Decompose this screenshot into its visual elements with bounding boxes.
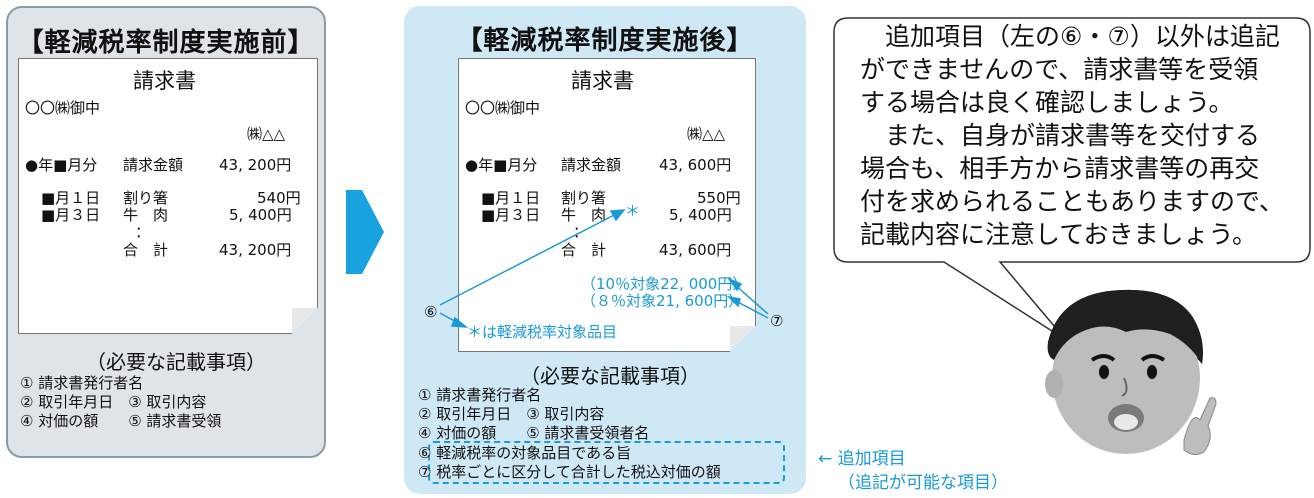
reduced-rate-mark: ＊ — [625, 202, 641, 220]
page-curl — [292, 308, 318, 334]
tax10-subtotal: （10％対象22, 000円） — [581, 275, 748, 293]
speech-bubble — [833, 17, 1311, 341]
bubble-line: 追加項目（左の⑥・⑦）以外は追記 — [860, 22, 1280, 51]
row-date: ■月３日 — [481, 206, 541, 224]
before-required-line: ④ 対価の額 ⑤ 請求書受領 — [20, 412, 222, 430]
invoice-amount-label: 請求金額 — [561, 156, 622, 174]
before-invoice: 請求書 〇〇㈱御中 ㈱△△ ●年■月分 請求金額 43, 200円 ■月１日 割… — [18, 58, 318, 334]
before-required-title: （必要な記載事項） — [86, 350, 266, 374]
row-price: 5, 400円 — [229, 206, 292, 224]
invoice-issuer: ㈱△△ — [687, 125, 726, 143]
row-price: 540円 — [257, 189, 301, 207]
callout-6-arrows — [439, 209, 626, 328]
continuation-dots: ： — [135, 223, 151, 241]
invoice-amount: 43, 600円 — [659, 156, 732, 174]
after-required-line: ④ 対価の額 ⑤ 請求書受領者名 — [418, 424, 650, 442]
bubble-line: 付を求められることもありますので、 — [860, 187, 1285, 216]
row-date: ■月１日 — [41, 189, 101, 207]
after-required-line: ② 取引年月日 ③ 取引内容 — [418, 405, 605, 423]
after-title: 【軽減税率制度実施後】 — [456, 26, 754, 56]
before-title: 【軽減税率制度実施前】 — [17, 28, 315, 58]
added-required-line: ⑥ 軽減税率の対象品目である旨 — [418, 444, 632, 462]
invoice-total: 43, 200円 — [219, 241, 292, 259]
row-item: 割り箸 — [561, 189, 607, 207]
invoice-amount: 43, 200円 — [219, 156, 292, 174]
callout-7-arrows — [726, 277, 769, 319]
invoice-amount-label: 請求金額 — [123, 156, 184, 174]
bubble-line: また、自身が請求書等を交付する — [860, 121, 1261, 150]
added-items-box — [428, 441, 785, 484]
callout-6: ⑥ — [424, 303, 438, 321]
row-item: 割り箸 — [123, 189, 169, 207]
invoice-total-label: 合 計 — [123, 241, 169, 259]
callout-7: ⑦ — [770, 312, 784, 330]
invoice-issuer: ㈱△△ — [247, 125, 286, 143]
row-date: ■月３日 — [41, 206, 101, 224]
character-illustration — [1045, 289, 1217, 456]
before-required-line: ② 取引年月日 ③ 取引内容 — [20, 393, 207, 411]
invoice-addressee: 〇〇㈱御中 — [465, 99, 541, 117]
invoice-total-label: 合 計 — [561, 241, 607, 259]
invoice-addressee: 〇〇㈱御中 — [25, 99, 101, 117]
invoice-total: 43, 600円 — [659, 241, 732, 259]
invoice-period: ●年■月分 — [25, 156, 98, 174]
speech-bubble-text: 追加項目（左の⑥・⑦）以外は追記 ができませんので、請求書等を受領 する場合は良… — [860, 20, 1300, 251]
row-price: 550円 — [697, 189, 741, 207]
bubble-line: 場合も、相手方から請求書等の再交 — [860, 154, 1260, 183]
bubble-line: 記載内容に注意しておきましょう。 — [860, 220, 1258, 249]
invoice-title: 請求書 — [133, 69, 196, 93]
row-item: 牛 肉 — [123, 206, 169, 224]
before-required-line: ① 請求書発行者名 — [20, 374, 144, 392]
added-items-sublabel: （追記が可能な項目） — [838, 473, 1008, 493]
added-items-label: ← 追加項目 — [818, 449, 906, 469]
reduced-rate-note: ＊は軽減税率対象品目 — [467, 323, 618, 341]
invoice-title: 請求書 — [571, 69, 634, 93]
transition-arrow-icon — [346, 190, 384, 274]
after-required-title: （必要な記載事項） — [520, 364, 700, 388]
tax8-subtotal: （８％対象21, 600円） — [581, 292, 744, 310]
row-price: 5, 400円 — [669, 206, 732, 224]
after-invoice: 請求書 〇〇㈱御中 ㈱△△ ●年■月分 請求金額 43, 600円 ■月１日 割… — [458, 58, 756, 352]
page-curl — [730, 326, 756, 352]
row-item: 牛 肉 — [561, 206, 607, 224]
after-required-line: ① 請求書発行者名 — [418, 386, 542, 404]
row-date: ■月１日 — [481, 189, 541, 207]
invoice-period: ●年■月分 — [465, 156, 538, 174]
bubble-line: ができませんので、請求書等を受領 — [860, 55, 1259, 84]
added-required-line: ⑦ 税率ごとに区分して合計した税込対価の額 — [418, 463, 721, 481]
bubble-line: する場合は良く確認しましょう。 — [860, 88, 1234, 117]
